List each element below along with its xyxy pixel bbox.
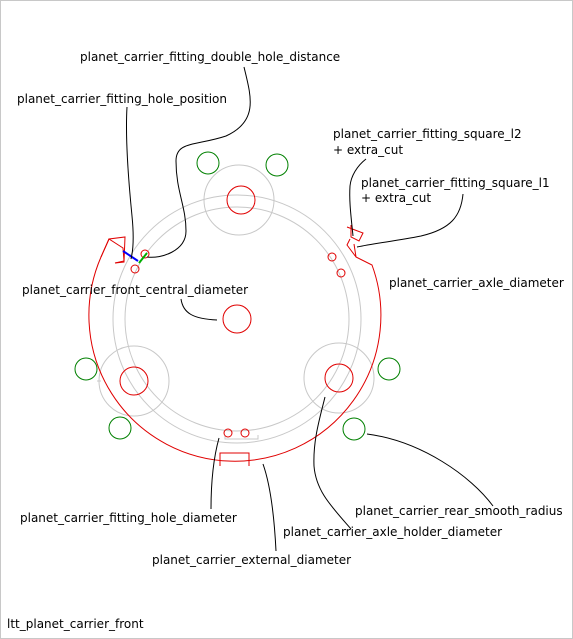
fitting-hole-3 — [327, 252, 337, 262]
inner-construction-circle — [124, 206, 350, 432]
rear-smooth-circles — [74, 151, 401, 441]
label-double-hole-distance: planet_carrier_fitting_double_hole_dista… — [80, 50, 340, 64]
fitting-hole-2 — [130, 264, 140, 274]
right-axle-hole — [324, 363, 354, 393]
smooth-circle-right-lower — [342, 417, 366, 441]
fitting-hole-4 — [336, 268, 346, 278]
external-outline-path — [88, 225, 382, 462]
leader-external-diameter — [262, 463, 277, 552]
label-square-l1-line2: + extra_cut — [361, 191, 431, 205]
leader-axle-holder — [313, 396, 352, 530]
construction-lines — [97, 164, 375, 444]
carrier-outline — [88, 185, 382, 466]
hole-position-marker — [122, 250, 139, 262]
label-rear-smooth-radius: planet_carrier_rear_smooth_radius — [355, 504, 563, 518]
smooth-circle-right-upper — [377, 357, 401, 381]
leader-rear-smooth — [366, 433, 494, 507]
leader-hole-position — [125, 106, 134, 260]
leader-lines — [125, 66, 494, 552]
top-axle-hole — [226, 185, 256, 215]
leader-front-central — [180, 298, 218, 321]
label-front-central-diameter: planet_carrier_front_central_diameter — [22, 283, 248, 297]
bottom-square-guide — [224, 435, 259, 440]
left-axle-holder-circle — [98, 345, 170, 417]
drawing-caption: ltt_planet_carrier_front — [7, 617, 144, 631]
fitting-hole-1 — [140, 249, 150, 259]
hole-distance-marker — [138, 252, 148, 264]
fitting-hole-6 — [240, 428, 250, 438]
top-axle-holder-circle — [203, 164, 275, 236]
label-fitting-hole-diameter: planet_carrier_fitting_hole_diameter — [20, 511, 237, 525]
left-axle-hole — [119, 366, 149, 396]
right-axle-holder-circle — [303, 342, 375, 414]
leader-square-l2 — [349, 158, 367, 237]
leader-double-hole-distance — [146, 66, 251, 258]
label-external-diameter: planet_carrier_external_diameter — [152, 553, 351, 567]
smooth-circle-left-upper — [74, 357, 98, 381]
bottom-fitting-square — [219, 452, 250, 466]
label-square-l1-line1: planet_carrier_fitting_square_l1 — [361, 176, 550, 190]
label-axle-diameter: planet_carrier_axle_diameter — [389, 276, 564, 290]
outer-construction-circle — [112, 194, 362, 444]
leader-fitting-hole-diameter — [210, 437, 220, 510]
label-hole-position: planet_carrier_fitting_hole_position — [17, 92, 227, 106]
fitting-hole-5 — [223, 428, 233, 438]
leader-square-l1 — [356, 193, 464, 248]
smooth-circle-left-lower — [108, 416, 132, 440]
smooth-circle-top-right — [265, 153, 289, 177]
label-square-l2-line2: + extra_cut — [333, 143, 403, 157]
square-l1-cut — [100, 236, 126, 264]
smooth-circle-top-left — [196, 151, 220, 175]
front-central-hole — [222, 304, 252, 334]
label-axle-holder-diameter: planet_carrier_axle_holder_diameter — [283, 525, 502, 539]
label-square-l2-line1: planet_carrier_fitting_square_l2 — [333, 127, 522, 141]
